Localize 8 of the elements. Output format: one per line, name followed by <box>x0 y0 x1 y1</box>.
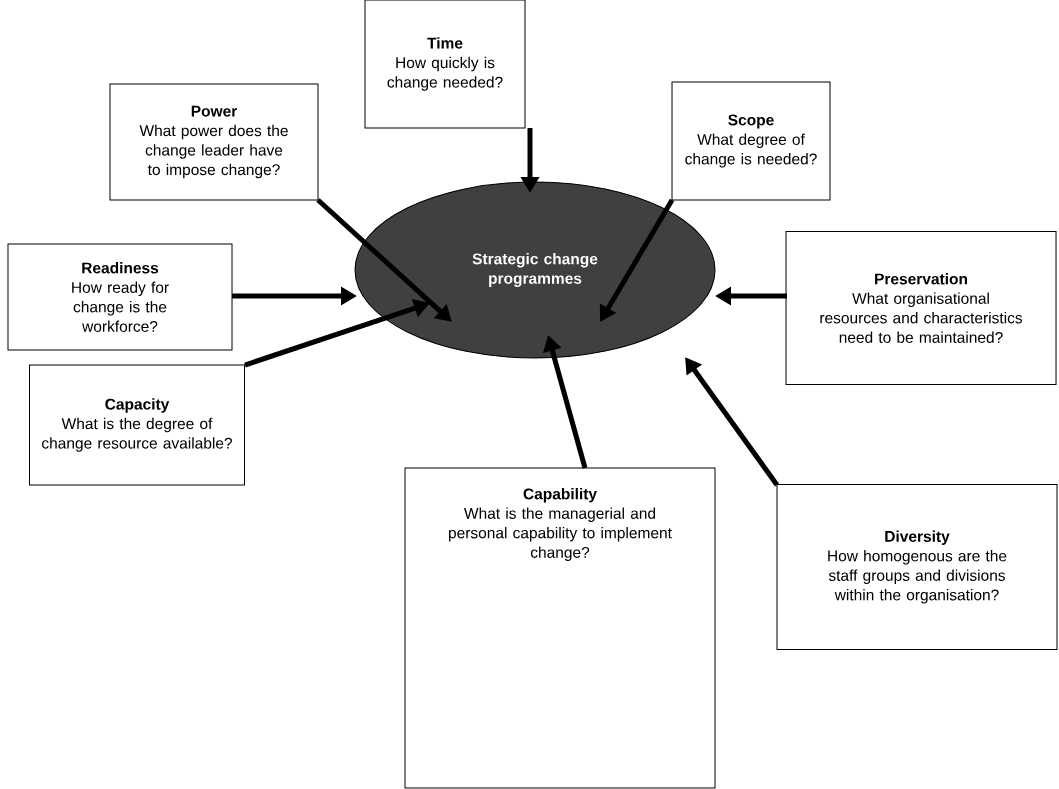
question-box: Capability What is the managerial and personal capability to implement change? <box>404 467 716 789</box>
question-box: Diversity How homogenous are the staff groups and divisions within the organisation? <box>776 484 1058 650</box>
question-box: Readiness How ready for change is the workforce? <box>7 243 233 351</box>
question-box: Scope What degree of change is needed? <box>671 81 831 201</box>
question-box: Time How quickly is change needed? <box>364 0 526 129</box>
question-box: Capacity What is the degree of change resource available? <box>29 364 245 486</box>
question-box: Preservation What organisational resources and characteristics need to be maintained? <box>785 231 1057 385</box>
question-box: Power What power does the change leader have to impose change? <box>109 83 319 201</box>
